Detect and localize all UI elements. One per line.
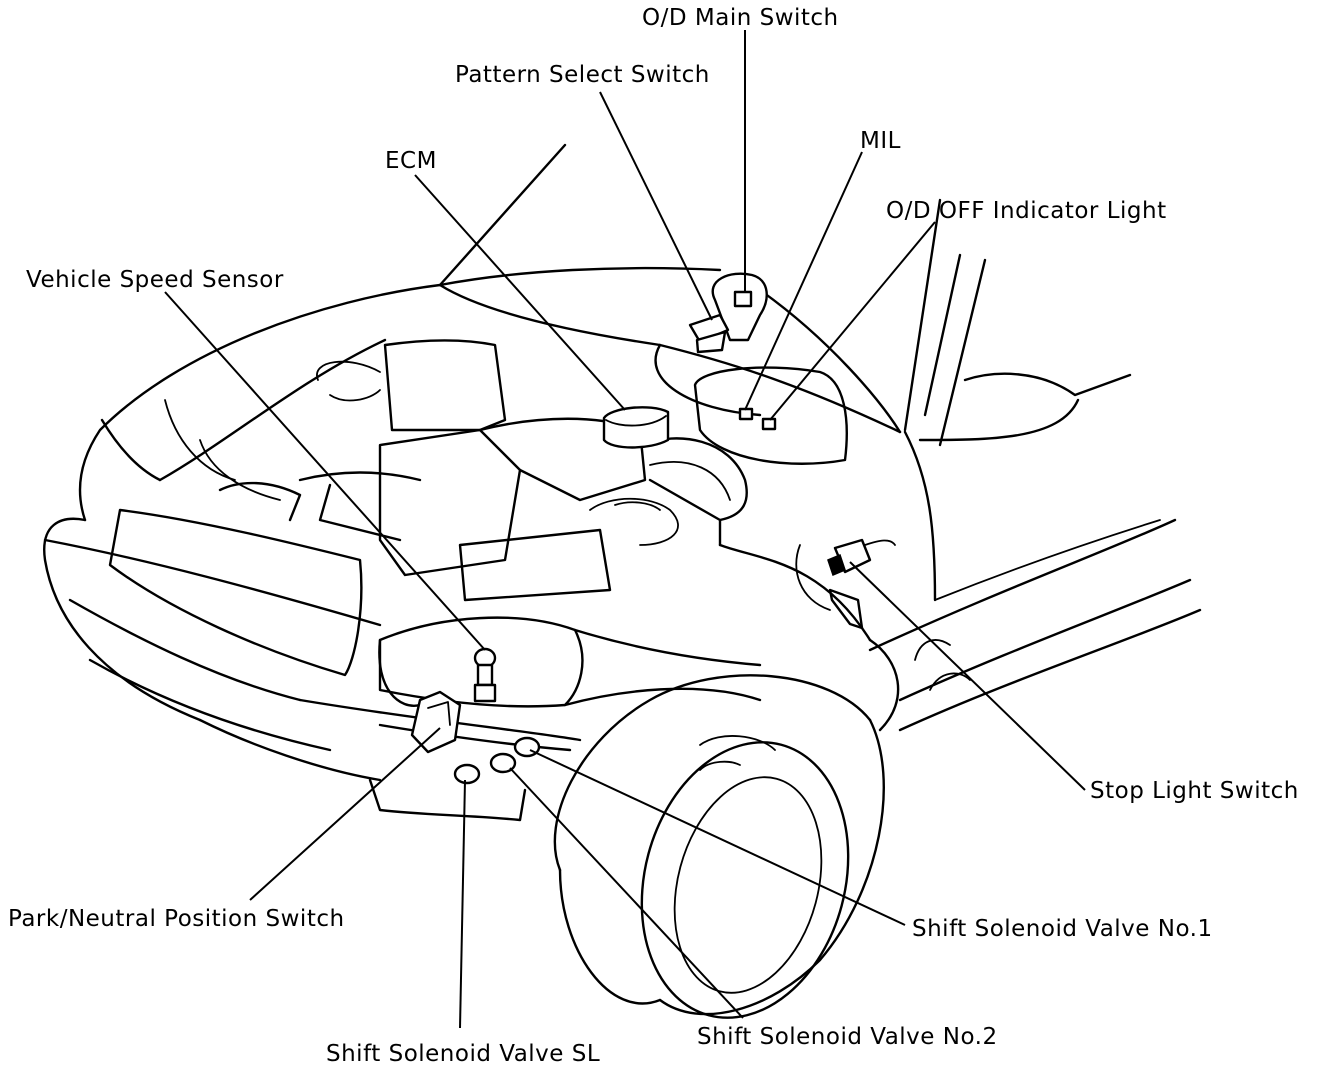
mil-light	[738, 407, 754, 421]
leader-pattern-select-switch	[599, 91, 713, 321]
od-off-indicator	[761, 417, 777, 431]
label-od-main-switch: O/D Main Switch	[642, 5, 839, 31]
leader-shift-solenoid-no1	[529, 749, 906, 926]
label-mil: MIL	[860, 128, 901, 154]
leader-park-neutral-switch	[249, 727, 441, 901]
leader-lines	[164, 30, 1086, 1029]
components	[410, 272, 896, 785]
vehicle-line-art	[43, 143, 1202, 1019]
label-od-off-indicator-light: O/D OFF Indicator Light	[886, 198, 1167, 224]
leader-stop-light-switch	[849, 561, 1086, 791]
leader-od-off-indicator	[769, 221, 936, 421]
leader-mil	[744, 151, 863, 411]
ecm-box	[602, 406, 670, 449]
leader-ecm	[414, 174, 626, 411]
shift-solenoid-sl-part	[453, 763, 481, 785]
label-shift-solenoid-valve-sl: Shift Solenoid Valve SL	[326, 1041, 600, 1067]
pattern-select-switch-part	[688, 313, 730, 344]
label-vehicle-speed-sensor: Vehicle Speed Sensor	[26, 267, 284, 293]
leader-shift-solenoid-no2	[509, 767, 744, 1019]
park-neutral-switch-part	[410, 690, 462, 754]
label-shift-solenoid-valve-no1: Shift Solenoid Valve No.1	[912, 916, 1213, 942]
label-ecm: ECM	[385, 148, 437, 174]
shift-solenoid-no2-part	[489, 752, 517, 774]
od-main-switch-button	[733, 290, 753, 308]
callout-labels: O/D Main Switch Pattern Select Switch MI…	[8, 5, 1299, 1067]
label-stop-light-switch: Stop Light Switch	[1090, 778, 1299, 804]
leader-shift-solenoid-sl	[459, 779, 466, 1029]
label-pattern-select-switch: Pattern Select Switch	[455, 62, 710, 88]
leader-vehicle-speed-sensor	[164, 291, 486, 651]
label-park-neutral-position-switch: Park/Neutral Position Switch	[8, 906, 345, 932]
label-shift-solenoid-valve-no2: Shift Solenoid Valve No.2	[697, 1024, 998, 1050]
